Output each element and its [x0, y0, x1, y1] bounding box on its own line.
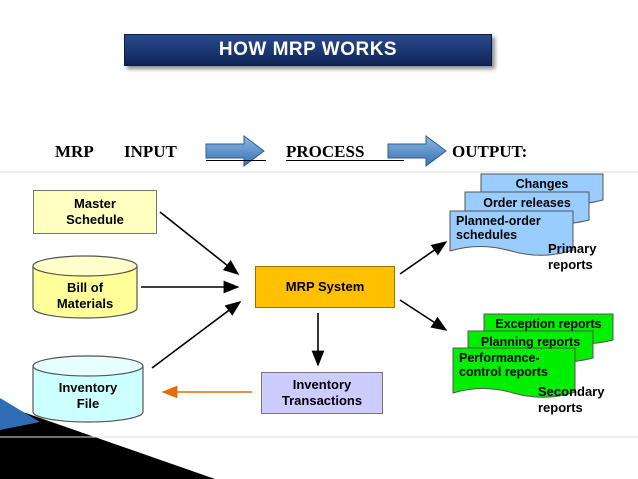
page-title: HOW MRP WORKS	[124, 34, 492, 66]
changes-report: Changes	[515, 177, 569, 191]
bill-of-materials-label: Bill of Materials	[33, 280, 137, 311]
inventory-transactions-line1: Inventory	[292, 377, 352, 393]
master-schedule-box: Master Schedule	[33, 190, 157, 234]
input-label: INPUT	[124, 142, 177, 161]
mrp-system-box: MRP System	[255, 266, 395, 308]
process-to-output-arrow	[387, 135, 447, 167]
master-schedule-arrow	[159, 211, 240, 275]
order-releases-report: Order releases	[483, 196, 571, 210]
inventory-transactions-line2: Transactions	[281, 393, 363, 408]
master-schedule-line2: Schedule	[66, 212, 124, 227]
bill-of-materials-line1: Bill of	[66, 280, 104, 295]
bill-of-materials-line2: Materials	[56, 295, 114, 311]
mrp-to-secondary-arrow	[399, 299, 448, 331]
inventory-file-arrow	[151, 301, 242, 369]
input-to-process-arrow	[205, 135, 265, 167]
master-schedule-line1: Master	[74, 196, 116, 212]
performance-control-sheet	[452, 347, 576, 398]
output-label: OUTPUT:	[452, 142, 528, 161]
secondary-caption-line2: reports	[538, 399, 583, 415]
process-label: PROCESS	[286, 142, 365, 161]
inventory-transactions-box: Inventory Transactions	[261, 372, 383, 414]
inventory-file-label: Inventory File	[33, 380, 143, 411]
bill-of-materials-cylinder	[32, 255, 138, 319]
inventory-file-line1: Inventory	[58, 380, 118, 395]
planned-order-sheet	[449, 210, 574, 256]
planning-reports-report: Planning reports	[480, 335, 581, 349]
process-underline	[286, 160, 404, 161]
primary-caption-line2: reports	[548, 256, 593, 272]
mrp-label: MRP	[55, 142, 94, 161]
input-underline	[206, 160, 266, 161]
mrp-to-primary-arrow	[399, 241, 448, 275]
secondary-caption-line1: Secondary	[538, 384, 605, 399]
footer-swoosh	[0, 404, 215, 479]
secondary-reports-caption: Secondary reports	[538, 384, 604, 415]
primary-reports-caption: Primary reports	[548, 241, 596, 272]
exception-reports-report: Exception reports	[495, 317, 602, 331]
inventory-file-line2: File	[76, 395, 100, 411]
planned-order-schedules-report: Planned-order schedules	[456, 214, 541, 243]
primary-caption-line1: Primary	[548, 241, 597, 256]
footer-swoosh-blue	[0, 398, 40, 430]
performance-control-report: Performance-control reports	[459, 351, 548, 380]
inventory-file-cylinder	[32, 355, 144, 423]
